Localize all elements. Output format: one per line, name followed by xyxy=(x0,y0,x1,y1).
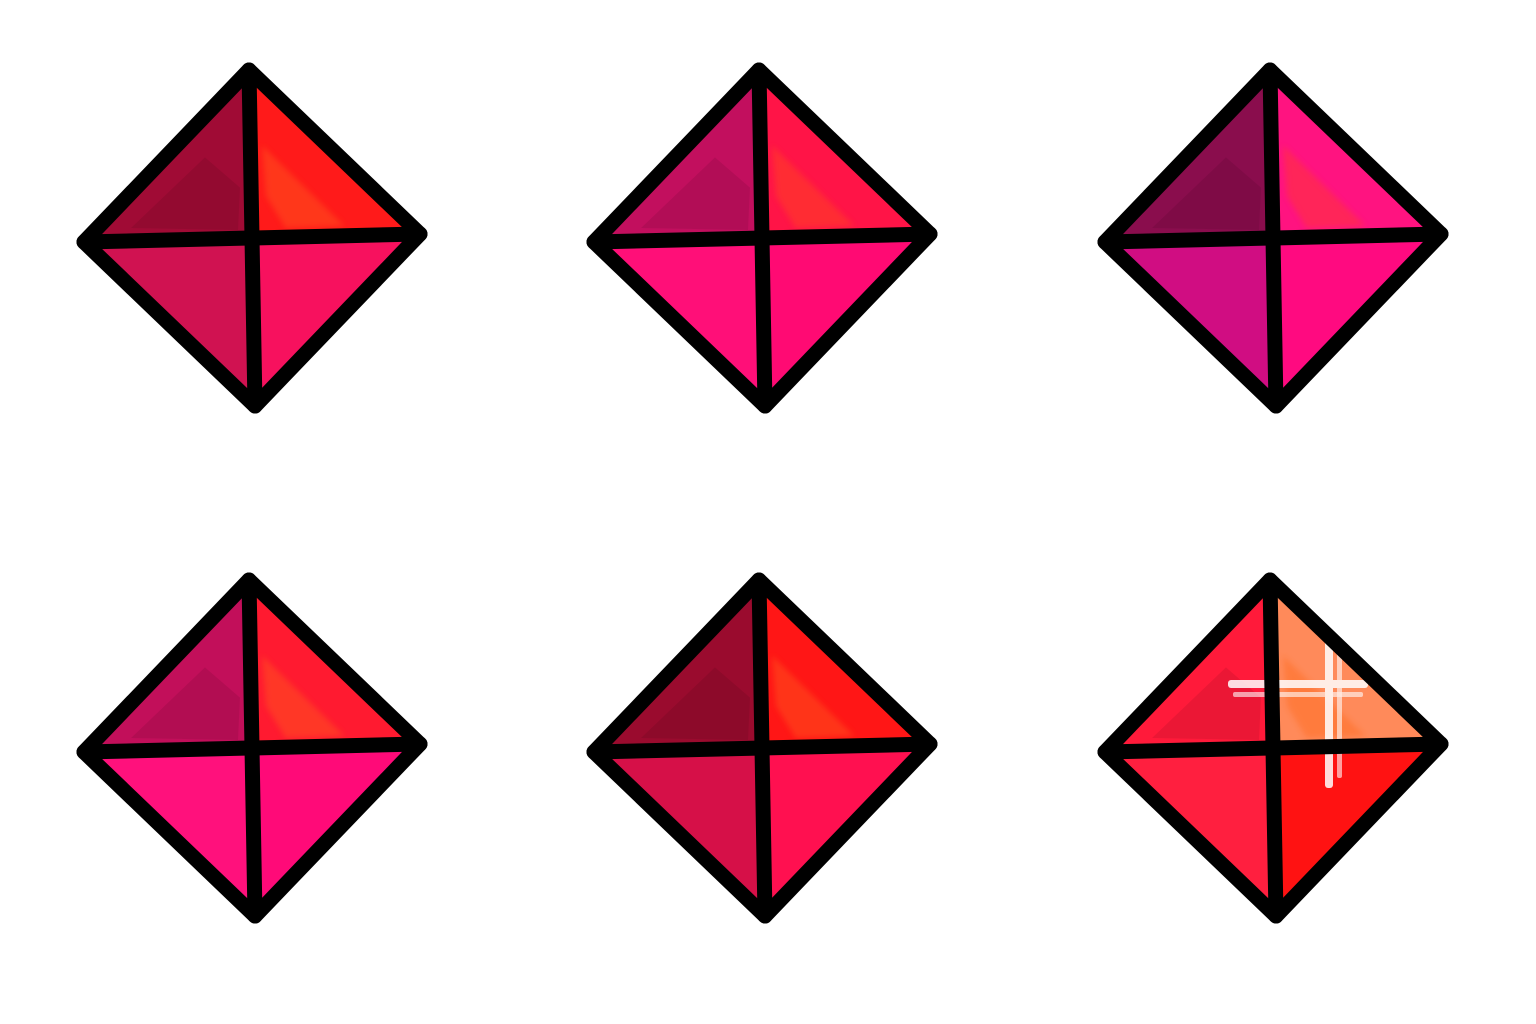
gem-1-accent xyxy=(262,145,345,228)
gem-6[interactable] xyxy=(1097,572,1449,924)
gem-4-accent xyxy=(262,655,345,738)
gem-6-divider-horizontal xyxy=(1097,736,1449,760)
gem-2-shade xyxy=(641,157,750,230)
gem-1-divider-horizontal xyxy=(76,226,428,250)
gem-4-divider-horizontal xyxy=(76,736,428,760)
gem-3-shade xyxy=(1152,157,1261,230)
gem-3-divider-horizontal xyxy=(1097,226,1449,250)
gem-1-shade xyxy=(131,157,240,230)
gem-5-shade xyxy=(641,667,750,740)
gem-5-divider-horizontal xyxy=(586,736,938,760)
gem-3-accent xyxy=(1283,145,1366,228)
gem-2-divider-horizontal xyxy=(586,226,938,250)
gem-2-accent xyxy=(772,145,855,228)
gem-4-shade xyxy=(131,667,240,740)
gem-1[interactable] xyxy=(76,62,428,414)
gem-5-accent xyxy=(772,655,855,738)
gems-layer xyxy=(76,62,1449,924)
gem-4[interactable] xyxy=(76,572,428,924)
gem-2[interactable] xyxy=(586,62,938,414)
gem-5[interactable] xyxy=(586,572,938,924)
gem-3[interactable] xyxy=(1097,62,1449,414)
